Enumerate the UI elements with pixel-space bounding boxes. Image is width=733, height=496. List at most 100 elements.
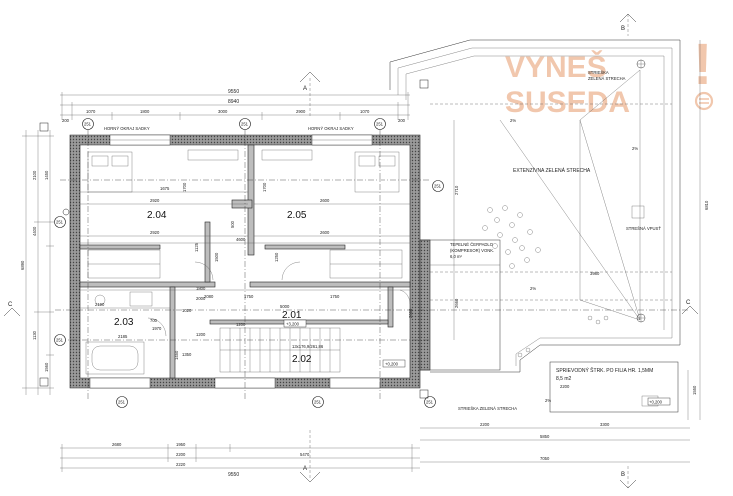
right-dimension-chains: 6810 2710 2660 1550	[453, 40, 709, 420]
grid-bubble-7: 251	[56, 338, 64, 343]
skylight	[631, 205, 645, 219]
dim-mid-3: 1750	[330, 294, 340, 299]
dim-right-seg-3: 6810	[704, 200, 709, 210]
dim-left-seg-2: 1450	[44, 170, 49, 180]
dim-r204-1: 1675	[160, 186, 170, 191]
grid-bubble-1: 251	[84, 122, 92, 127]
grid-bubble-5: 251	[314, 400, 322, 405]
terrace-label: EXTENZÍVNA ZELENÁ STRECHA	[513, 167, 591, 174]
bed-left	[87, 151, 133, 193]
staircase: 13x176,9/261,86	[219, 327, 341, 373]
door-swing-3	[147, 317, 167, 337]
grid-bubble-8: 251	[434, 184, 442, 189]
niche-note-1: TEPELNÉ ČERPADLO	[450, 242, 494, 247]
dim-top-total: 9550	[228, 89, 239, 95]
bed-right	[354, 151, 400, 193]
room-203-label: 2.03	[114, 317, 134, 328]
gravel-note-1: SPRIEVODNÝ ŠTRK. PO FILIA HR. 1,5MM	[556, 367, 653, 374]
dim-stair-3: 1020	[182, 308, 192, 313]
dim-r203-5: 1200	[196, 332, 206, 337]
grid-bubble-2: 251	[241, 122, 249, 127]
dim-top-seg-1: 1070	[86, 109, 96, 114]
dim-r203-3: 1970	[152, 326, 162, 331]
dim-r204-4: 2920	[150, 230, 160, 235]
dim-vert-1: 1125	[194, 242, 199, 252]
room-202-label: 2.02	[292, 354, 312, 365]
dim-right-seg-2: 2660	[454, 298, 459, 308]
grid-bubbles: 251 251 251 251 251 251 251 251 251	[54, 118, 444, 408]
corner-note-1: STRIEŠKA	[588, 70, 609, 75]
dim-bottom-inner-1: 2220	[176, 462, 186, 467]
bottom-dimension-chains: 2680 1950 5470 2200 2220 9550 2200 3300 …	[60, 422, 690, 478]
room-204-label: 2.04	[147, 210, 167, 221]
section-markers: A A B B C C	[3, 13, 699, 489]
door-swing-1	[194, 261, 214, 281]
dim-left-seg-5: 1560	[44, 362, 49, 372]
dim-bottom-seg-2: 1950	[176, 442, 186, 447]
slope-4: 2%	[545, 398, 551, 403]
toilet	[94, 294, 106, 306]
dim-bottom-right-4: 3300	[600, 422, 610, 427]
dim-right-4: 2200	[560, 384, 570, 389]
grid-axes	[55, 118, 690, 400]
dim-bottom-right-1: 5850	[540, 434, 550, 439]
dim-stair-4: 1350	[182, 352, 192, 357]
bottom-roof-note: STRIEŠKA ZELENÁ STRECHA	[458, 406, 517, 411]
dim-vert-2: 1500	[214, 252, 219, 262]
section-b-top: B	[621, 26, 625, 32]
top-dimension-chains: 9550 8940 1070 1800 3000 2900 1070 200 2…	[60, 89, 410, 123]
dim-top-seg-3: 3000	[218, 109, 228, 114]
door-swing-2	[281, 261, 301, 281]
dim-stair-2: 1200	[236, 322, 246, 327]
dim-top-seg-4: 2900	[296, 109, 306, 114]
grid-bubble-4: 251	[118, 400, 126, 405]
dim-r205-2: 2600	[320, 230, 330, 235]
dim-right-1: 3980	[590, 271, 600, 276]
left-dimension-chains: 6890 2100 4400 1130 1450 1560	[20, 130, 54, 395]
inner-dimensions: 1675 2920 2920 4600 2600 2600 4600 2080 …	[80, 182, 600, 389]
dim-top-seg-2: 1800	[140, 109, 150, 114]
room-labels: 2.04 2.05 2.03 2.01 +3,200 2.02	[114, 210, 312, 365]
room-201-label: 2.01	[282, 310, 302, 321]
drain-note: STREŠNÁ VPUSŤ	[626, 226, 661, 231]
dim-bottom-total: 9550	[228, 472, 239, 478]
section-a-top: A	[303, 86, 307, 92]
dim-r205-1: 2600	[320, 198, 330, 203]
dim-r204-5: 4600	[236, 237, 246, 242]
dim-vert-5: 1250	[274, 252, 279, 262]
dim-left-seg-4: 1130	[32, 330, 37, 340]
dim-mid-5: 1800	[196, 286, 206, 291]
slope-2: 2%	[530, 286, 536, 291]
watermark-mark: !	[693, 32, 712, 97]
dim-vert-7: 1450	[174, 350, 179, 360]
level-3: +0,200	[649, 400, 663, 405]
shrub-symbols	[482, 205, 609, 358]
dim-bottom-inner-2: 2200	[176, 452, 186, 457]
dim-vert-3: 1700	[182, 182, 187, 192]
green-roof-terrace: EXTENZÍVNA ZELENÁ STRECHA STRIEŠKA ZELEN…	[389, 39, 681, 403]
dim-bottom-right-2: 7050	[540, 456, 550, 461]
sink	[129, 291, 153, 307]
section-c-right: C	[686, 300, 691, 306]
dim-left-seg-6: 4400	[32, 226, 37, 236]
dim-r203-1: 2190	[95, 302, 105, 307]
level-1: +0,200	[385, 362, 399, 367]
dim-top-seg-5: 1070	[360, 109, 370, 114]
dim-left-seg-3: 6890	[20, 260, 25, 270]
watermark: VYNEŠ SUSEDA !	[505, 32, 714, 119]
section-a-bottom: A	[303, 466, 307, 472]
bathtub	[85, 341, 145, 375]
dim-top-small-2: 200	[398, 118, 406, 123]
dim-vert-6: 500	[230, 220, 235, 228]
dim-mid-4: 5000	[280, 304, 290, 309]
section-b-bottom: B	[621, 472, 625, 478]
dim-bottom-seg-1: 2680	[112, 442, 122, 447]
dim-stair-1: 2000	[196, 296, 206, 301]
dim-right-seg-4: 1550	[692, 385, 697, 395]
dim-r204-2: 2920	[150, 198, 160, 203]
gravel-note-2: 8,5 m2	[556, 376, 572, 382]
dim-r203-4: 700	[150, 318, 158, 323]
dim-vert-4: 1700	[262, 182, 267, 192]
grid-bubble-3: 251	[376, 122, 384, 127]
dim-vert-8: 2660	[408, 308, 413, 318]
